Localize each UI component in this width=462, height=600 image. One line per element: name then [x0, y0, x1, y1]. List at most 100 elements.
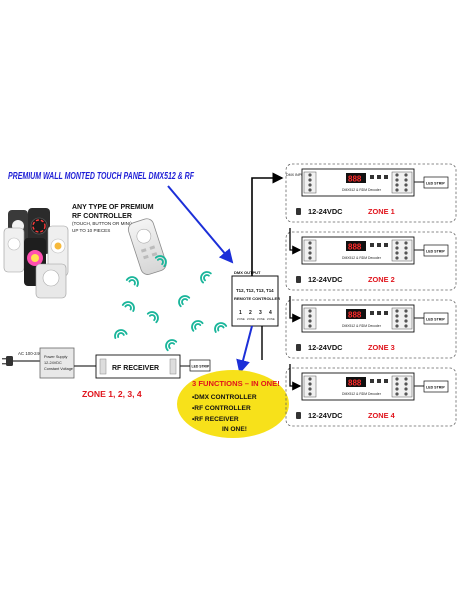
- decoder-display-value: 888: [348, 243, 362, 252]
- decoder-voltage: 12-24VDC: [308, 275, 343, 284]
- functions-item-2: •RF CONTROLLER: [192, 405, 251, 412]
- dmx-trunk: [251, 172, 284, 276]
- zone-label: ZONE 2: [368, 275, 395, 284]
- remote-group-line1: ANY TYPE OF PREMIUM: [72, 204, 154, 211]
- wave-icon: [114, 329, 128, 339]
- power-plug-icon: [296, 412, 301, 419]
- zone-label: ZONE 3: [368, 343, 395, 352]
- wall-panel-zone-caption: ZONE: [267, 317, 275, 321]
- remote-icon: [3, 210, 28, 273]
- dmx-chain-arrow: [289, 296, 302, 323]
- headline-arrow: [167, 185, 234, 264]
- psu-line2: 12-24VDC: [44, 361, 62, 365]
- remote-icon: [35, 225, 69, 299]
- ac-plug-icon: [2, 356, 40, 366]
- led-strip: LED STRIP: [423, 244, 449, 257]
- handheld-remote: [127, 218, 167, 275]
- wave-icon: [146, 311, 159, 324]
- decoder-display: [346, 241, 366, 251]
- decoder-voltage: 12-24VDC: [308, 343, 343, 352]
- remote-controllers-group: ANY TYPE OF PREMIUM RF CONTROLLER (TOUCH…: [3, 204, 154, 299]
- decoder-model: DMX512 & RDM Decoder: [342, 324, 382, 328]
- decoder-model: DMX512 & RDM Decoder: [342, 392, 382, 396]
- led-strip-label: LED STRIP: [426, 318, 445, 322]
- decoder-display: [346, 309, 366, 319]
- wave-icon: [200, 271, 212, 284]
- wall-panel-model: T12, T12, T13, T14: [236, 288, 274, 293]
- remote-group-line2: RF CONTROLLER: [72, 213, 132, 220]
- led-strip: LED STRIP: [423, 380, 449, 393]
- rf-receiver: RF RECEIVER: [95, 354, 181, 379]
- zone-label: ZONE 1: [368, 207, 395, 216]
- led-strip-label: LED STRIP: [426, 182, 445, 186]
- wall-panel-top-label: DMX OUTPUT: [234, 270, 261, 275]
- decoder-display-value: 888: [348, 175, 362, 184]
- wave-icon: [125, 276, 139, 287]
- headline: PREMIUM WALL MONTED TOUCH PANEL DMX512 &…: [8, 170, 194, 182]
- power-plug-icon: [296, 276, 301, 283]
- led-strip: LED STRIP: [423, 312, 449, 325]
- wall-panel-zone-1: 1: [239, 310, 242, 316]
- rf-led-strip-label: LED STRIP: [192, 365, 210, 369]
- wall-panel-zone-caption: ZONE: [237, 317, 245, 321]
- power-plug-icon: [296, 208, 301, 215]
- remote-group-line3: (TOUCH, BUTTON OR MINI): [72, 221, 132, 226]
- dmx-chain-arrow: [289, 228, 302, 255]
- wave-icon: [121, 301, 135, 312]
- ac-label: AC 100-240V: [18, 351, 44, 356]
- wall-panel-zone-2: 2: [249, 310, 252, 316]
- wall-panel-name: REMOTE CONTROLLER: [234, 296, 280, 301]
- decoder-voltage: 12-24VDC: [308, 207, 343, 216]
- psu-line1: Power Supply: [44, 355, 68, 359]
- decoder-display-value: 888: [348, 311, 362, 320]
- functions-footer: IN ONE!: [222, 426, 247, 433]
- power-plug-icon: [296, 344, 301, 351]
- decoder-display: [346, 377, 366, 387]
- functions-item-3: •RF RECEIVER: [192, 416, 239, 423]
- zone-boundary: [285, 231, 457, 291]
- zone-boundary: [285, 163, 457, 223]
- led-strip: LED STRIP: [423, 176, 449, 189]
- decoder-display: [346, 173, 366, 183]
- wall-panel-zone-caption: ZONE: [257, 317, 265, 321]
- rf-receiver-label: RF RECEIVER: [112, 365, 159, 372]
- zone-boundary: [285, 299, 457, 359]
- dmx-chain-arrow: [289, 364, 302, 391]
- wave-icon: [191, 320, 204, 332]
- functions-item-1: •DMX CONTROLLER: [192, 394, 257, 401]
- wave-icon: [178, 295, 191, 308]
- wave-icon: [154, 255, 167, 268]
- bubble-arrow: [236, 325, 253, 374]
- dmx-input-label: DMX INPUT: [286, 173, 307, 177]
- remote-group-line4: UP TO 10 PIECES: [72, 228, 110, 233]
- rf-waves: [114, 255, 228, 352]
- wall-panel-zone-4: 4: [269, 310, 272, 316]
- psu-line3: Constant Voltage: [44, 367, 73, 371]
- zone-boundary: [285, 367, 457, 427]
- decoder-model: DMX512 & RDM Decoder: [342, 256, 382, 260]
- zone-label: ZONE 4: [368, 411, 396, 420]
- led-strip-label: LED STRIP: [426, 386, 445, 390]
- functions-title: 3 FUNCTIONS – IN ONE!: [192, 379, 280, 388]
- decoder-model: DMX512 & RDM Decoder: [342, 188, 382, 192]
- wave-icon: [214, 322, 228, 333]
- rf-led-strip: LED STRIP: [189, 359, 211, 372]
- rf-zones-caption: ZONE 1, 2, 3, 4: [82, 389, 142, 399]
- wall-panel-zone-3: 3: [259, 310, 262, 316]
- power-supply: Power Supply 12-24VDC Constant Voltage: [39, 347, 75, 379]
- decoder-display-value: 888: [348, 379, 362, 388]
- wave-icon: [165, 339, 178, 352]
- functions-bubble: 3 FUNCTIONS – IN ONE! •DMX CONTROLLER •R…: [177, 370, 289, 438]
- decoder-voltage: 12-24VDC: [308, 411, 343, 420]
- wall-panel-zone-caption: ZONE: [247, 317, 255, 321]
